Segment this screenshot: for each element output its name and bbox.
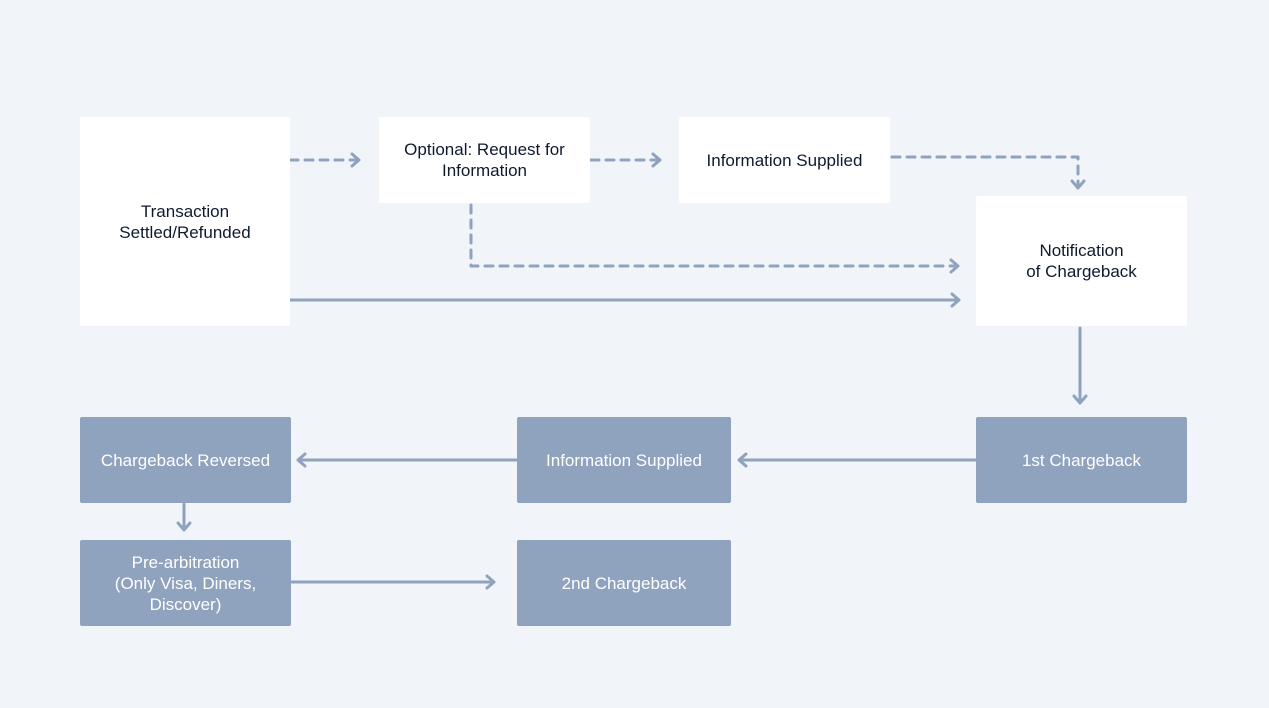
- node-transaction-settled-label: Transaction Settled/Refunded: [119, 201, 251, 242]
- edge-transaction-to-request: [288, 152, 361, 168]
- edge-request-to-notification: [469, 203, 960, 274]
- node-chargeback-reversed-label: Chargeback Reversed: [100, 450, 271, 470]
- node-information-supplied-top-label: Information Supplied: [706, 150, 863, 170]
- edge-info-supplied-to-chargeback-reversed: [296, 452, 518, 468]
- edge-pre-arbitration-to-second-chargeback: [290, 574, 496, 590]
- node-transaction-settled: Transaction Settled/Refunded: [80, 117, 290, 326]
- node-notification-of-chargeback: Notification of Chargeback: [976, 196, 1187, 326]
- node-information-supplied-bottom-label: Information Supplied: [546, 450, 702, 470]
- node-first-chargeback-label: 1st Chargeback: [1021, 450, 1142, 470]
- edge-notification-to-first-chargeback: [1072, 326, 1088, 405]
- node-request-for-information: Optional: Request for Information: [379, 117, 590, 203]
- node-first-chargeback: 1st Chargeback: [976, 417, 1187, 503]
- edge-first-chargeback-to-info-supplied: [737, 452, 978, 468]
- node-information-supplied-top: Information Supplied: [679, 117, 890, 203]
- node-request-for-information-label: Optional: Request for Information: [404, 140, 565, 180]
- node-pre-arbitration: Pre-arbitration (Only Visa, Diners, Disc…: [80, 540, 291, 626]
- node-information-supplied-bottom: Information Supplied: [517, 417, 731, 503]
- node-notification-of-chargeback-label: Notification of Chargeback: [1026, 241, 1137, 281]
- edge-transaction-to-notification: [288, 292, 961, 308]
- edge-info-supplied-to-notification: [890, 155, 1086, 190]
- edge-chargeback-reversed-to-pre-arbitration: [176, 502, 192, 532]
- node-pre-arbitration-label: Pre-arbitration (Only Visa, Diners, Disc…: [114, 552, 257, 614]
- node-second-chargeback: 2nd Chargeback: [517, 540, 731, 626]
- edge-request-to-info-supplied: [589, 152, 662, 168]
- node-chargeback-reversed: Chargeback Reversed: [80, 417, 291, 503]
- node-second-chargeback-label: 2nd Chargeback: [561, 573, 687, 593]
